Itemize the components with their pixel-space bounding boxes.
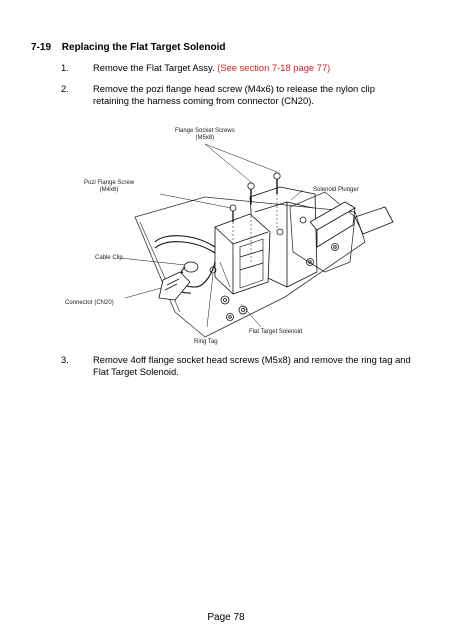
pozi-screw-name: Pozi Flange Screw (84, 180, 135, 186)
section-title: Replacing the Flat Target Solenoid (61, 42, 226, 53)
step-text: Remove 4off flange socket head screws (M… (93, 354, 411, 377)
flange-screws-name: Flange Socket Screws (175, 128, 235, 134)
section-reference-link[interactable]: (See section 7-18 page 77) (217, 62, 331, 73)
step-1-text: Remove the Flat Target Assy. (93, 62, 215, 73)
solenoid-assembly-diagram: Flange Socket Screws (M5x8) Pozi Flange … (55, 122, 400, 350)
section-heading: 7-19 Replacing the Flat Target Solenoid (31, 42, 226, 53)
step-number: 3. (61, 354, 69, 365)
step-number: 2. (61, 83, 69, 94)
step-text: Remove the pozi flange head screw (M4x6)… (93, 83, 375, 106)
cable-clip-label: Cable Clip (95, 255, 123, 261)
step-number: 1. (61, 62, 69, 73)
flange-socket-screws-label: Flange Socket Screws (M5x8) (175, 128, 235, 142)
solenoid-plunger-label: Solenoid Plunger (313, 187, 359, 193)
assembly-illustration (119, 143, 394, 338)
page-number: Page 78 (207, 612, 245, 623)
flange-screws-size: (M5x8) (195, 135, 215, 141)
section-number: 7-19 (31, 42, 52, 53)
connector-label: Connector (CN20) (65, 300, 114, 306)
step-text: Remove the Flat Target Assy. (See sectio… (93, 62, 413, 74)
pozi-screw-size: (M4x6) (99, 187, 119, 193)
ring-tag-label: Ring Tag (194, 339, 218, 345)
flat-target-solenoid-label: Flat Target Solenoid (249, 329, 303, 335)
pozi-flange-screw-label: Pozi Flange Screw (M4x6) (84, 180, 134, 194)
